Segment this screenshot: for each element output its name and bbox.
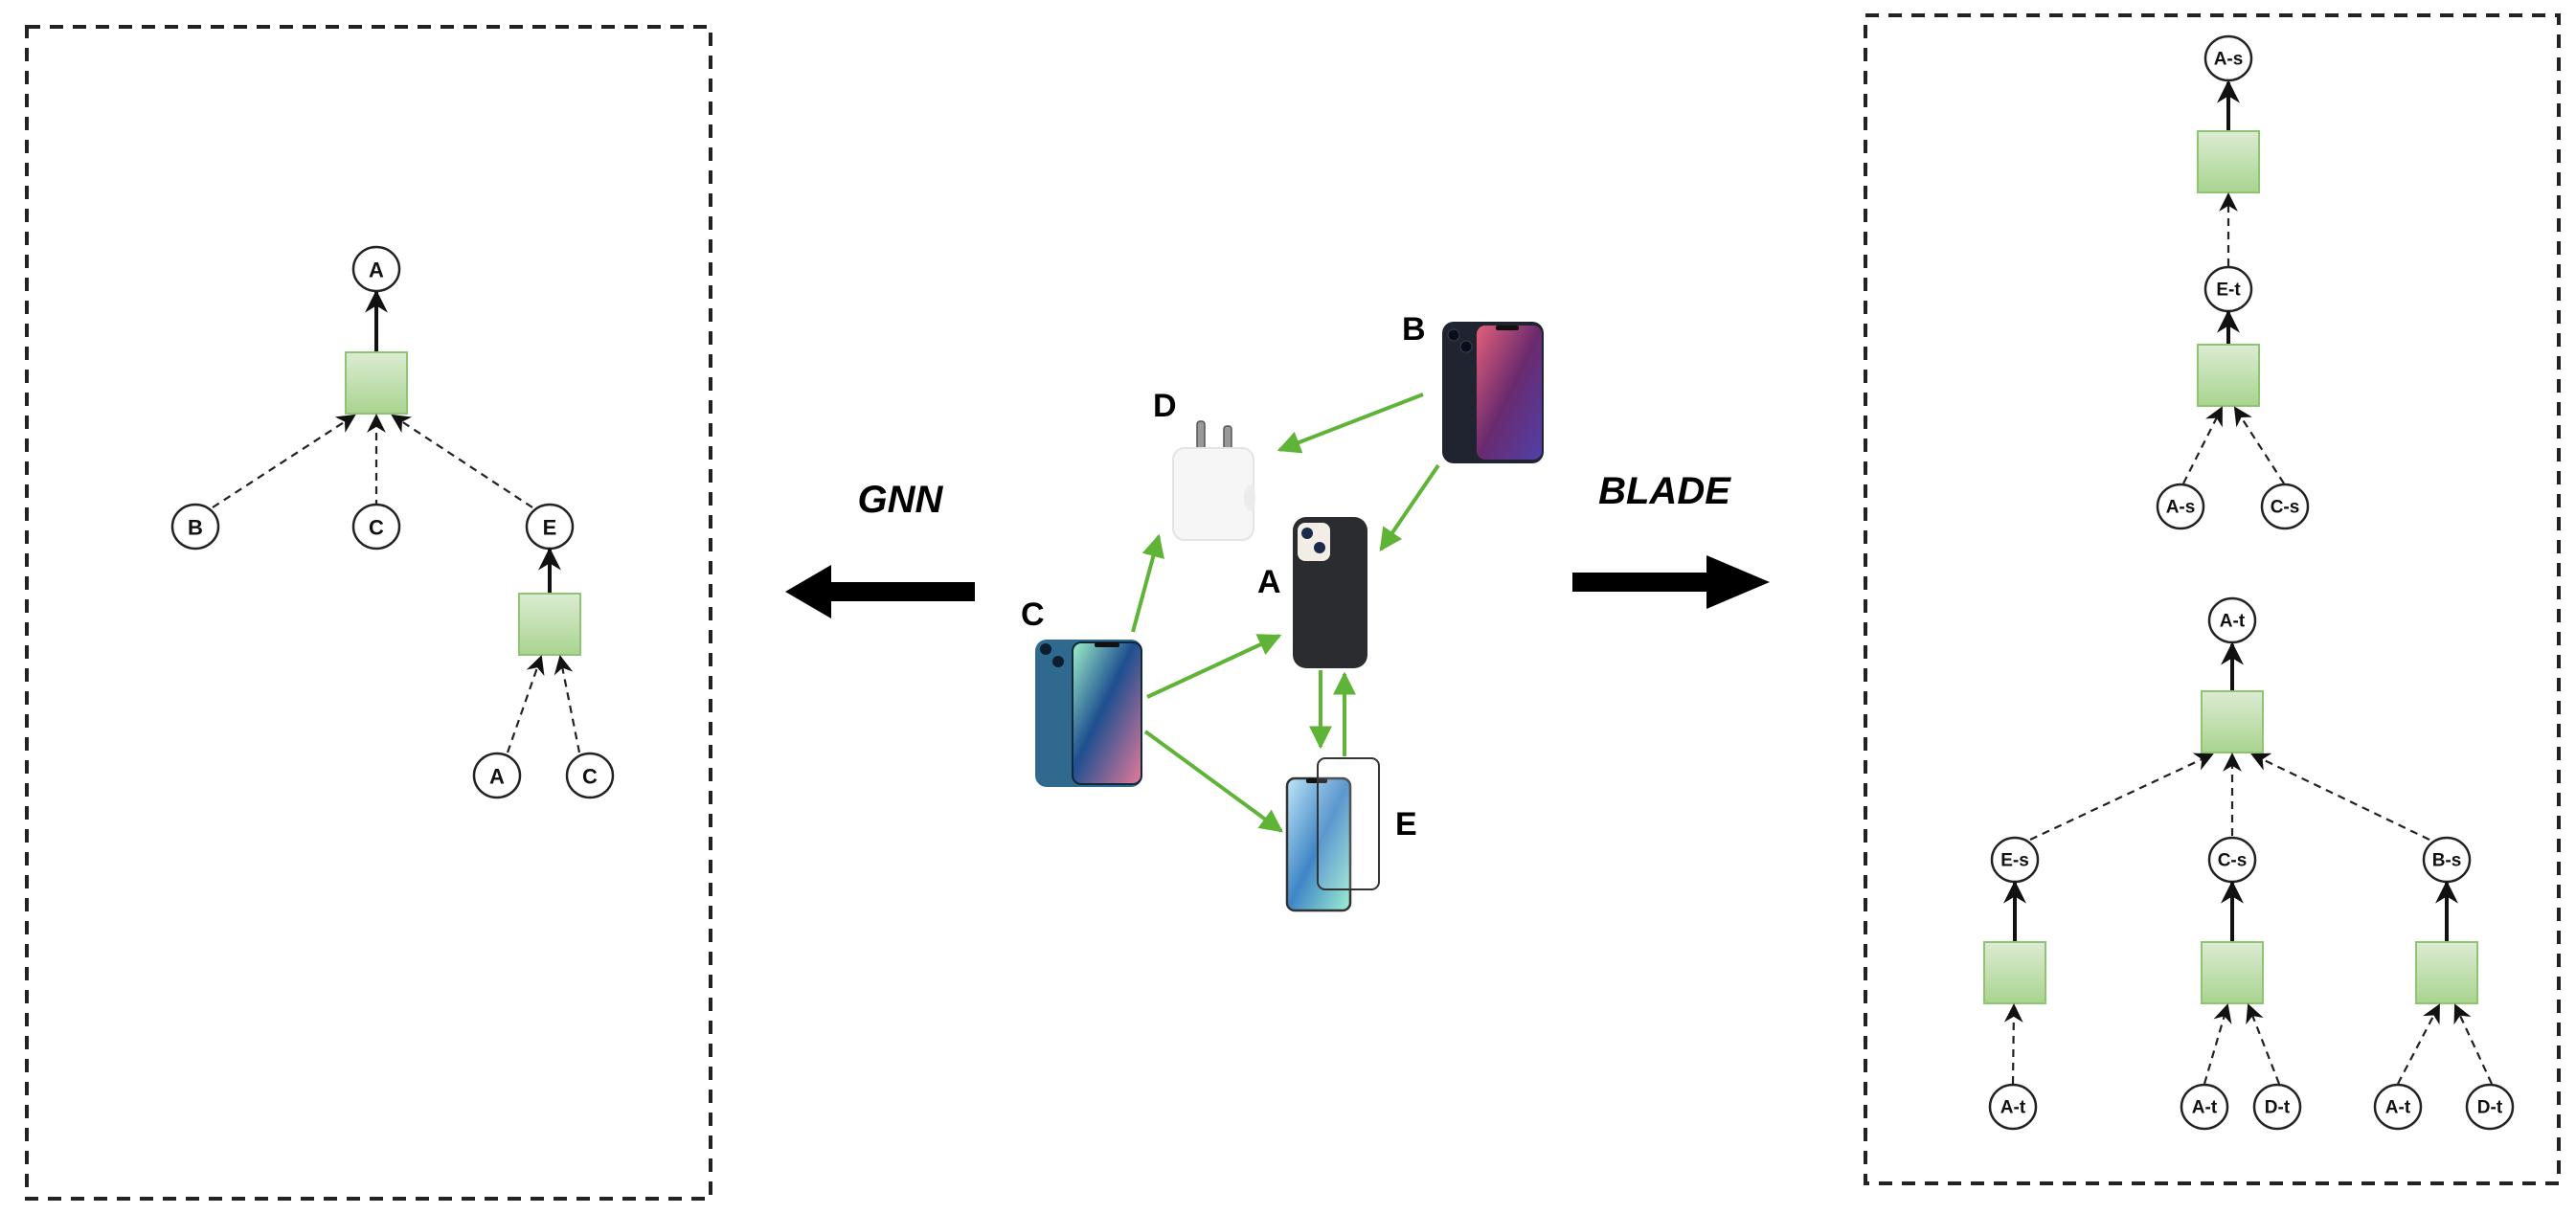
gnn-tree: A B C E A C [170, 245, 615, 799]
item-C-phone [1035, 640, 1142, 787]
message-edge [2182, 406, 2223, 484]
message-edge [554, 655, 581, 753]
node-circle [2156, 483, 2205, 530]
aggregation-box [1983, 941, 2046, 1004]
node-label: A-t [2192, 1098, 2218, 1118]
target-level2-node: D-t [2465, 1083, 2515, 1131]
item-E-protector [1285, 757, 1380, 912]
source-level2-node: C-s [2260, 483, 2310, 530]
node-label: A-t [2220, 612, 2246, 632]
node-label: A-t [2000, 1098, 2026, 1118]
item-label-B: B [1402, 311, 1426, 348]
node-circle [2465, 1083, 2515, 1131]
aggregation-box [2197, 130, 2260, 193]
graph-edge-C-to-A [1146, 634, 1282, 699]
graph-edge-B-to-A [1379, 463, 1440, 551]
node-circle [2252, 1083, 2302, 1131]
message-edge [391, 414, 533, 508]
node-label: E [543, 516, 557, 540]
gnn-level1-node: B [170, 503, 220, 551]
node-circle [565, 752, 615, 799]
source-level2-node: A-s [2156, 483, 2205, 530]
item-label-D: D [1153, 388, 1177, 424]
target-level1-node: E-s [1990, 836, 2040, 884]
node-circle [351, 245, 401, 293]
node-label: A-t [2385, 1098, 2411, 1118]
target-level2-node: A-t [2373, 1083, 2423, 1131]
node-label: A-s [2214, 50, 2244, 70]
aggregation-box [345, 351, 408, 415]
node-circle [1988, 1083, 2038, 1131]
message-edge [2250, 753, 2430, 841]
blade-method: BLADE [1572, 470, 1770, 609]
aggregation-box [2201, 941, 2264, 1004]
target-level1-node: C-s [2207, 836, 2257, 884]
aggregation-box [2197, 344, 2260, 407]
gnn-level1-node: E [525, 503, 575, 551]
message-edge [2233, 406, 2285, 484]
gnn-frame [25, 25, 712, 1201]
gnn-label: GNN [858, 479, 944, 521]
node-label: D-t [2477, 1098, 2503, 1118]
message-edge [506, 655, 545, 753]
node-label: B-s [2432, 851, 2462, 871]
gnn-root-node: A [351, 245, 401, 293]
target-level1-node: B-s [2422, 836, 2472, 884]
node-label: C [582, 765, 598, 789]
message-edge [2397, 1003, 2440, 1085]
message-edge [2003, 1003, 2023, 1085]
message-edge [2246, 1003, 2281, 1085]
aggregation-box [2415, 941, 2478, 1004]
graph-edge-C-to-E [1143, 730, 1283, 833]
item-D-charger [1172, 420, 1255, 541]
item-B-phone [1442, 322, 1544, 463]
aggregation-box [518, 593, 581, 656]
target-level2-node: D-t [2252, 1083, 2302, 1131]
node-label: C-s [2271, 498, 2300, 518]
center-graph: A B C D E [1021, 311, 1544, 912]
graph-edge-B-to-D [1277, 393, 1424, 454]
message-edge [212, 414, 356, 508]
node-circle [472, 752, 522, 799]
node-label: A [489, 765, 505, 789]
blade-label: BLADE [1598, 470, 1731, 512]
node-circle [170, 503, 220, 551]
gnn-level1-node: C [351, 503, 401, 551]
node-label: C-s [2218, 851, 2248, 871]
target-level2-node: A-t [2180, 1083, 2229, 1131]
aggregation-box [2201, 690, 2264, 753]
item-label-E: E [1395, 806, 1417, 843]
gnn-level2-node: C [565, 752, 615, 799]
target-level2-node: A-t [1988, 1083, 2038, 1131]
item-label-A: A [1257, 564, 1281, 600]
node-circle [2260, 483, 2310, 530]
message-edge [2029, 753, 2214, 841]
node-label: C [369, 516, 384, 540]
graph-edge-C-to-D [1131, 533, 1164, 633]
node-circle [2180, 1083, 2229, 1131]
right-arrow-icon [1572, 555, 1770, 609]
node-label: A-s [2166, 498, 2196, 518]
node-label: E-t [2216, 281, 2241, 301]
node-label: A [369, 259, 384, 282]
node-label: B [188, 516, 203, 540]
item-A-case [1293, 517, 1367, 668]
node-label: D-t [2265, 1098, 2291, 1118]
gnn-method: GNN [785, 479, 975, 618]
item-label-C: C [1021, 596, 1045, 633]
message-edge [2203, 1003, 2232, 1085]
node-circle [351, 503, 401, 551]
gnn-level2-node: A [472, 752, 522, 799]
blade-frame [1864, 13, 2561, 1185]
source-level1-node: E-t [2203, 265, 2253, 313]
node-label: E-s [2000, 851, 2029, 871]
source-root-node: A-s [2203, 34, 2253, 82]
left-arrow-icon [785, 565, 975, 618]
message-edge [2453, 1003, 2493, 1085]
target-root-node: A-t [2207, 596, 2257, 644]
node-circle [2373, 1083, 2423, 1131]
